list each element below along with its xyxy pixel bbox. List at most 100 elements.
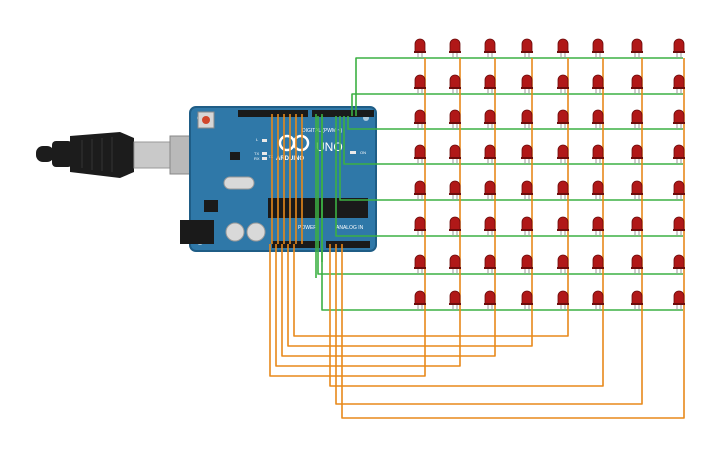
led[interactable] xyxy=(631,254,643,274)
led-rim xyxy=(414,122,426,124)
pin-to-column-wire[interactable] xyxy=(335,244,643,405)
pin-to-row-wire[interactable] xyxy=(343,116,414,165)
led[interactable] xyxy=(449,38,461,58)
led[interactable] xyxy=(449,109,461,129)
led-rim xyxy=(521,193,533,195)
led[interactable] xyxy=(557,109,569,129)
led-rim xyxy=(557,122,569,124)
led-body xyxy=(414,109,426,124)
led[interactable] xyxy=(557,216,569,236)
led[interactable] xyxy=(484,216,496,236)
led[interactable] xyxy=(592,180,604,200)
led[interactable] xyxy=(484,144,496,164)
led[interactable] xyxy=(673,74,685,94)
led[interactable] xyxy=(449,290,461,310)
led[interactable] xyxy=(449,74,461,94)
led[interactable] xyxy=(673,290,685,310)
led[interactable] xyxy=(592,290,604,310)
led[interactable] xyxy=(521,109,533,129)
led[interactable] xyxy=(592,144,604,164)
led[interactable] xyxy=(557,254,569,274)
led[interactable] xyxy=(631,290,643,310)
led-rim xyxy=(631,87,643,89)
led[interactable] xyxy=(521,144,533,164)
pin-to-column-wire[interactable] xyxy=(293,244,569,337)
led[interactable] xyxy=(414,38,426,58)
led[interactable] xyxy=(521,254,533,274)
led-body xyxy=(592,290,604,305)
led[interactable] xyxy=(414,290,426,310)
led[interactable] xyxy=(484,254,496,274)
led[interactable] xyxy=(521,290,533,310)
led[interactable] xyxy=(449,180,461,200)
led[interactable] xyxy=(673,216,685,236)
pin-to-column-wire[interactable] xyxy=(287,244,533,347)
pin-to-column-wire[interactable] xyxy=(329,244,604,387)
led[interactable] xyxy=(673,254,685,274)
pin-to-column-wire[interactable] xyxy=(281,244,496,357)
led[interactable] xyxy=(414,144,426,164)
led-rim xyxy=(673,51,685,53)
led[interactable] xyxy=(484,38,496,58)
led[interactable] xyxy=(631,180,643,200)
led-body xyxy=(484,254,496,269)
crystal-oscillator xyxy=(223,176,255,190)
pin-to-row-wire[interactable] xyxy=(347,116,414,130)
led[interactable] xyxy=(449,254,461,274)
led[interactable] xyxy=(631,109,643,129)
pin-to-column-wire[interactable] xyxy=(275,244,461,367)
tx-led-label: TX xyxy=(254,151,259,156)
led[interactable] xyxy=(521,180,533,200)
led[interactable] xyxy=(631,144,643,164)
led[interactable] xyxy=(414,216,426,236)
led[interactable] xyxy=(592,74,604,94)
led[interactable] xyxy=(557,74,569,94)
led[interactable] xyxy=(557,290,569,310)
led[interactable] xyxy=(631,38,643,58)
led-rim xyxy=(673,157,685,159)
led[interactable] xyxy=(557,144,569,164)
led[interactable] xyxy=(414,254,426,274)
led[interactable] xyxy=(592,254,604,274)
led-rim xyxy=(414,157,426,159)
led[interactable] xyxy=(414,109,426,129)
led[interactable] xyxy=(521,74,533,94)
led[interactable] xyxy=(673,144,685,164)
led[interactable] xyxy=(521,38,533,58)
tx-led xyxy=(262,152,267,155)
pin-to-row-wire[interactable] xyxy=(335,116,414,237)
led-body xyxy=(521,290,533,305)
pin-to-row-wire[interactable] xyxy=(355,57,414,116)
led-rim xyxy=(449,229,461,231)
led[interactable] xyxy=(631,216,643,236)
led[interactable] xyxy=(592,38,604,58)
led[interactable] xyxy=(592,109,604,129)
pin-to-row-wire[interactable] xyxy=(351,93,414,116)
pin-to-column-wire[interactable] xyxy=(341,244,685,419)
led[interactable] xyxy=(484,74,496,94)
arduino-uno-board[interactable]: ARDUINO UNO DIGITAL (PWM ~) POWER ANALOG… xyxy=(180,106,377,252)
led[interactable] xyxy=(673,38,685,58)
pin-to-row-wire[interactable] xyxy=(339,116,414,201)
led[interactable] xyxy=(592,216,604,236)
led[interactable] xyxy=(521,216,533,236)
led[interactable] xyxy=(414,74,426,94)
led[interactable] xyxy=(557,38,569,58)
usb-cable[interactable] xyxy=(36,132,195,178)
pin-to-row-wire[interactable] xyxy=(317,116,414,275)
led[interactable] xyxy=(484,180,496,200)
led[interactable] xyxy=(557,180,569,200)
led[interactable] xyxy=(631,74,643,94)
led[interactable] xyxy=(673,180,685,200)
led-rim xyxy=(557,51,569,53)
led[interactable] xyxy=(484,290,496,310)
led[interactable] xyxy=(484,109,496,129)
led[interactable] xyxy=(414,180,426,200)
led[interactable] xyxy=(449,216,461,236)
led[interactable] xyxy=(449,144,461,164)
led[interactable] xyxy=(673,109,685,129)
led-rim xyxy=(484,303,496,305)
pin-to-column-wire[interactable] xyxy=(269,244,426,377)
led-body xyxy=(592,74,604,89)
